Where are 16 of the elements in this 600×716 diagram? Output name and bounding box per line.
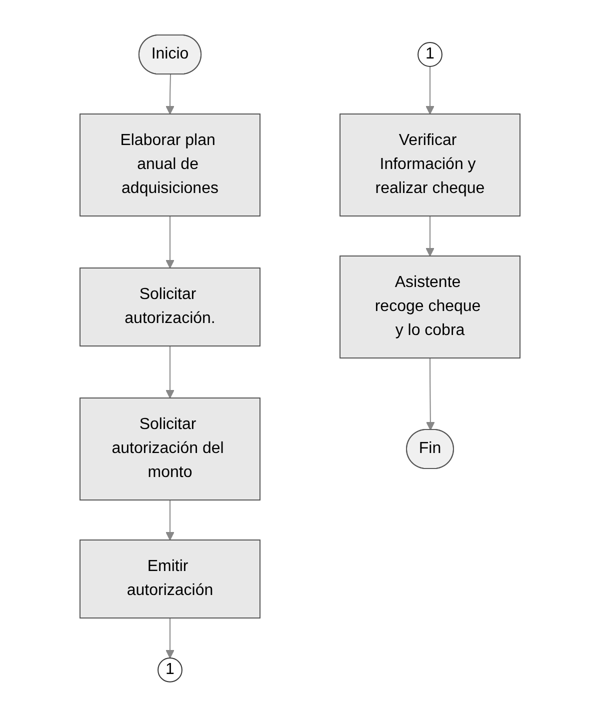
arrow — [166, 617, 174, 658]
node-box: Elaborar plan anual de adquisiciones — [80, 113, 260, 216]
arrow — [426, 65, 434, 114]
node-circle: 1 — [158, 657, 182, 682]
node-box: Solicitar autorización. — [80, 267, 260, 346]
node-circle: 1 — [418, 42, 442, 66]
arrow — [166, 215, 174, 268]
node-box: Emitir autorización — [80, 539, 260, 618]
node-box: Solicitar autorización del monto — [80, 397, 260, 500]
arrow — [166, 74, 174, 114]
node-box: Verificar Información y realizar cheque — [340, 113, 520, 216]
arrow — [166, 499, 174, 540]
arrow — [166, 345, 174, 398]
arrow — [426, 215, 434, 256]
arrow — [426, 357, 435, 430]
node-box: Asistente recoge cheque y lo cobra — [340, 255, 520, 358]
